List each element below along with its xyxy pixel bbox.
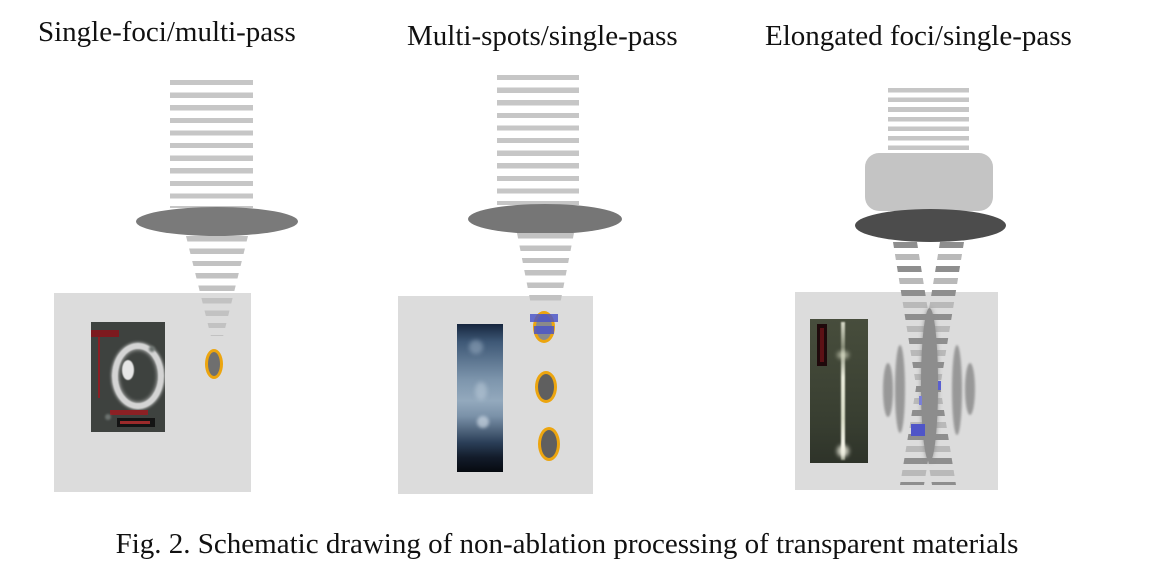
speckle [475,382,487,400]
focal-spot-icon [535,371,557,403]
scale-line-red [98,335,100,398]
focusing-lens-icon [855,209,1006,242]
side-lobe-icon [883,363,893,417]
panel-title-elongated-foci: Elongated foci/single-pass [765,20,1072,52]
ring-core-icon [122,360,134,380]
modified-zone-tick [938,381,941,390]
focusing-lens-icon [468,204,622,234]
speckle [105,414,111,420]
focusing-lens-icon [136,207,298,236]
side-lobe-icon [952,345,962,435]
annotation-bar-bottom [110,410,148,415]
panel-title-single-foci: Single-foci/multi-pass [38,16,296,48]
filament-glow [837,445,849,457]
annotation-bar-red [820,328,824,362]
inset-micrograph-filament [810,319,868,463]
elongated-focus-icon [921,308,938,462]
ring-structure-icon [112,343,164,409]
beam-shaper-icon [865,153,993,211]
label-text-red [120,421,150,424]
speckle [469,340,483,354]
focal-spot-icon [205,349,223,379]
filament-glow [837,351,849,359]
label-box [117,418,155,427]
inset-micrograph-ring [91,322,165,432]
panel-title-multi-spots: Multi-spots/single-pass [407,20,678,52]
filament-track-icon [841,322,845,460]
inset-micrograph-blue [457,324,503,472]
side-lobe-icon [895,345,905,433]
speckle [477,416,489,428]
side-lobe-icon [965,363,975,415]
modified-zone-marker [530,314,558,322]
focal-spot-icon [538,427,560,461]
figure-caption: Fig. 2. Schematic drawing of non-ablatio… [115,528,1019,560]
speckle [149,346,155,352]
annotation-bar-dark [817,324,827,366]
laser-beam-icon [497,75,579,205]
modified-zone-tick [919,396,922,405]
modified-zone-marker [911,424,925,436]
modified-zone-marker [534,326,554,334]
laser-beam-icon [888,88,969,150]
annotation-bar-top [91,330,119,337]
laser-beam-icon [170,80,253,208]
